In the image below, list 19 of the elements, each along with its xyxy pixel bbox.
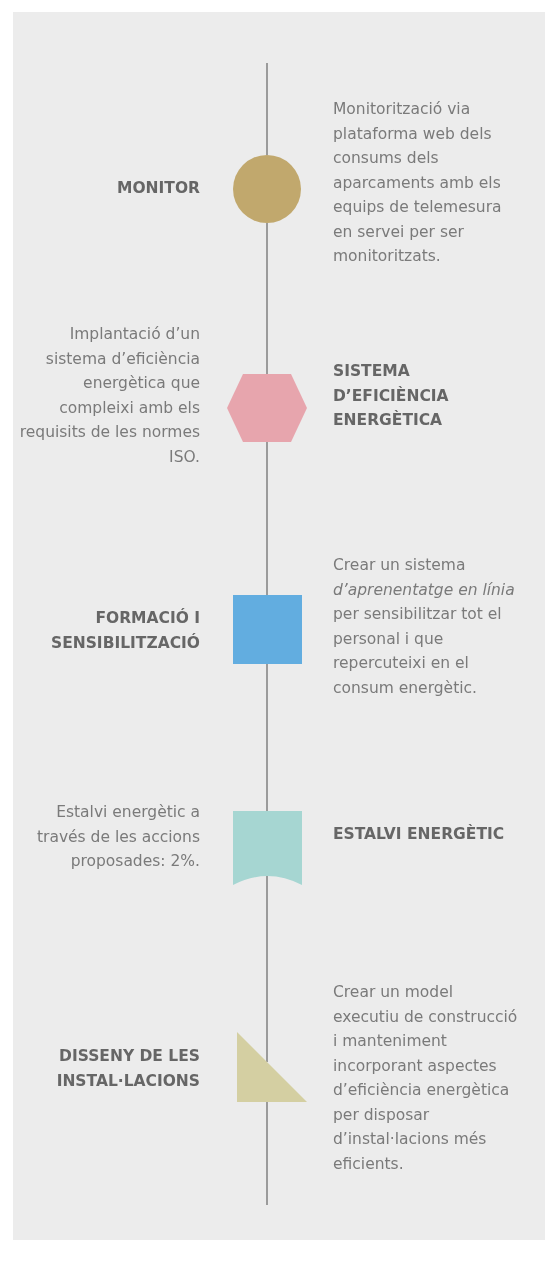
square-symbol: [232, 595, 302, 664]
circle-symbol: [233, 155, 301, 223]
timeline-line: [266, 222, 268, 375]
step-heading: ESTALVI ENERGÈTIC: [333, 823, 506, 845]
timeline-line: [266, 663, 268, 812]
step-description: Implantació d’un sistema d’eficiència energètica que compleixi amb els requisits de les normes ISO.: [18, 324, 200, 468]
step-heading: FORMACIÓ I SENSIBILITZACIÓ: [50, 607, 200, 654]
timeline-line: [266, 62, 268, 156]
triangle-symbol: [237, 1032, 307, 1102]
step-description: Monitorització via plataforma web dels consums dels aparcaments amb els equips de telemesura en servei per ser monitoritzats.: [333, 99, 503, 267]
step-heading: DISSENY DE LES INSTAL·LACIONS: [55, 1046, 200, 1092]
step-description: Crear un model executiu de construcció i manteniment incorporant aspectes d’eficiència energètica per disposar d’instal·lacions més eficients.: [333, 982, 519, 1175]
step-heading: SISTEMA D’EFICIÈNCIA ENERGÈTICA: [333, 361, 450, 431]
timeline-line: [266, 441, 268, 596]
hexagon-symbol: [227, 374, 307, 442]
step-heading: MONITOR: [115, 178, 200, 199]
step-description: Crear un sistema d’aprenentatge en línia per sensibilitzar tot el personal i que repercuteixi en el consum energètic.: [333, 555, 516, 699]
step-description: Estalvi energètic a través de les accions proposades: 2%.: [35, 802, 200, 872]
timeline-line: [266, 1101, 268, 1206]
